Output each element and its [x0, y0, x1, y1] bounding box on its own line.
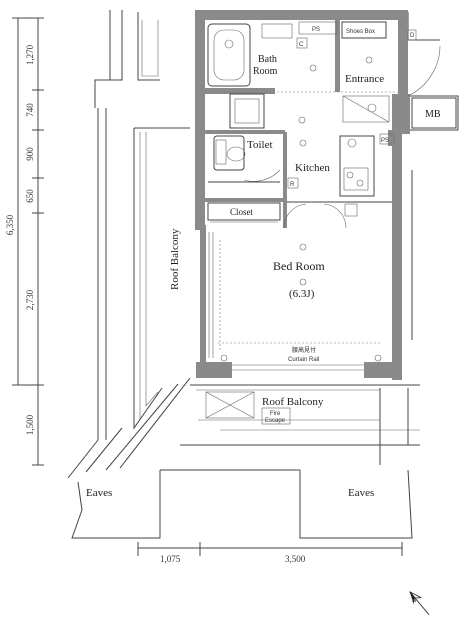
dimension-total-height: 6,350 — [5, 214, 15, 235]
dimension-segment-4: 650 — [25, 189, 35, 203]
bottom-dimension-chain: 1,075 3,500 — [137, 542, 403, 564]
shoes-box-label: Shoes Box — [346, 29, 375, 35]
meter-box: MB — [411, 97, 457, 129]
bed-room-size: (6.3J) — [289, 288, 315, 300]
bed-room: Bed Room (6.3J) 腰高見付 Curtain Rail — [208, 201, 392, 371]
tag-r: R — [290, 182, 295, 188]
dimension-bottom-1: 1,075 — [160, 554, 181, 564]
tag-c: C — [299, 42, 304, 48]
bath-room-label-2: Room — [253, 66, 278, 77]
entrance-label: Entrance — [345, 73, 384, 85]
entrance: PS Shoes Box Entrance D — [205, 21, 441, 97]
exterior-outline — [67, 10, 459, 539]
unit-walls — [195, 10, 410, 380]
roof-balcony-bottom-label: Roof Balcony — [262, 396, 324, 408]
curtain-rail-jp: 腰高見付 — [292, 346, 316, 354]
fire-escape-label-1: Fire — [270, 411, 281, 417]
toilet-room: Toilet — [208, 135, 281, 183]
bed-room-label: Bed Room — [273, 259, 325, 273]
eaves-right-label: Eaves — [348, 487, 374, 499]
tag-ps-right: PS — [381, 138, 389, 144]
north-arrow-icon: N — [409, 591, 430, 616]
closet-label: Closet — [230, 207, 254, 217]
closet: Closet — [207, 202, 347, 229]
dimension-segment-3: 900 — [25, 147, 35, 161]
tag-d: D — [410, 33, 415, 39]
roof-balcony-side-label: Roof Balcony — [169, 228, 181, 290]
svg-text:N: N — [412, 598, 416, 604]
dimension-segment-2: 740 — [25, 103, 35, 117]
bath-room-label: Bath — [258, 54, 277, 65]
tag-ps-top: PS — [312, 27, 320, 33]
bath-room: Bath Room C — [207, 23, 317, 87]
dimension-segment-5: 2,730 — [25, 289, 35, 310]
eaves-left-label: Eaves — [86, 487, 112, 499]
dimension-bottom-2: 3,500 — [285, 554, 306, 564]
dimension-segment-1: 1,270 — [25, 44, 35, 65]
utility-area — [229, 93, 390, 129]
toilet-label: Toilet — [247, 139, 273, 151]
outdoor-labels: Roof Balcony Roof Balcony Fire Escape Ea… — [86, 228, 374, 499]
curtain-rail-label: Curtain Rail — [288, 357, 319, 363]
dimension-segment-6: 1,500 — [25, 414, 35, 435]
mb-label: MB — [425, 109, 441, 120]
fire-escape-label-2: Escape — [265, 418, 286, 424]
kitchen: Kitchen PS R — [287, 133, 395, 217]
left-dimension-chain: 6,350 1,270 740 900 650 2,730 1,500 — [5, 17, 44, 466]
kitchen-label: Kitchen — [295, 162, 330, 174]
